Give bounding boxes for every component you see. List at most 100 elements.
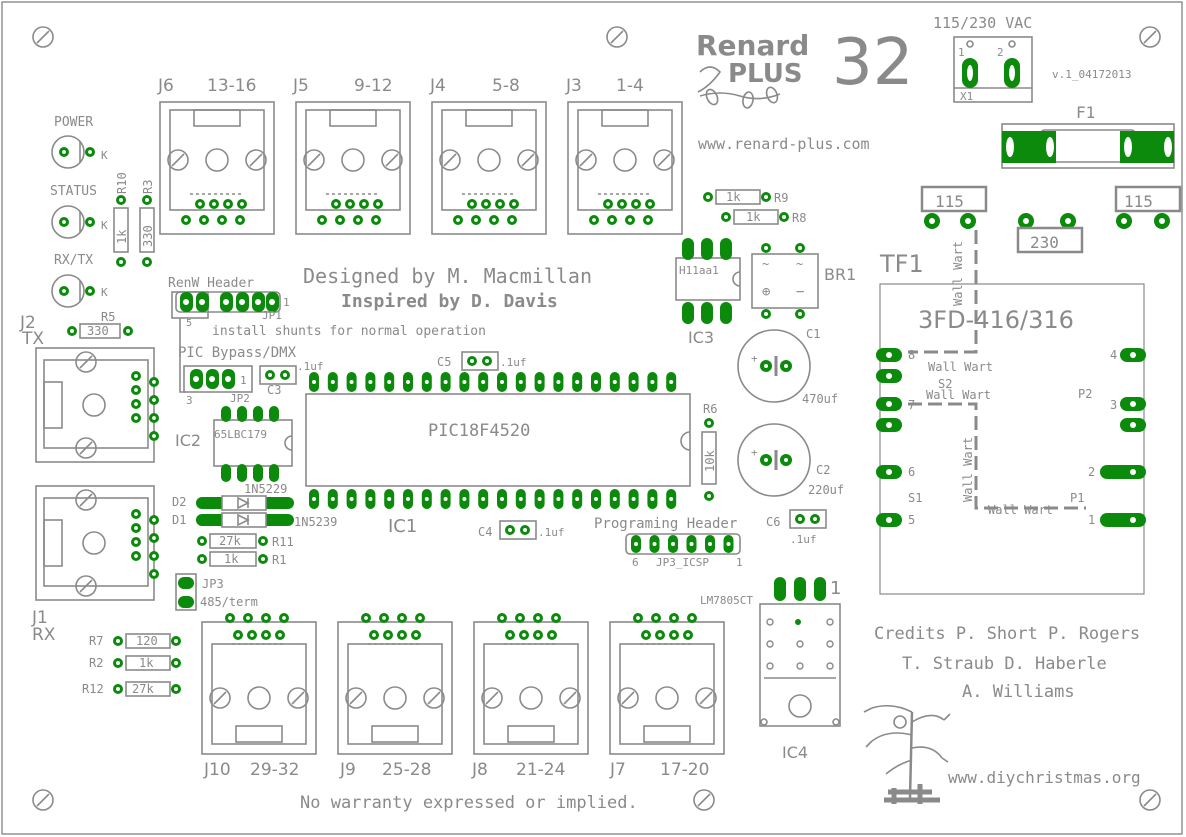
mounting-hole-icon xyxy=(693,789,715,811)
led-power-label: POWER xyxy=(54,115,93,130)
jp3-jumper: JP3 485/term xyxy=(175,573,258,611)
ic3-ref: IC3 xyxy=(688,328,714,347)
j3-ref: J3 xyxy=(565,76,582,96)
jp3-note: 485/term xyxy=(200,595,258,609)
ic4-ref: IC4 xyxy=(782,743,808,762)
br1-ref: BR1 xyxy=(824,265,856,284)
website-text: www.renard-plus.com xyxy=(698,135,870,153)
fuse-ref: F1 xyxy=(1076,103,1095,122)
tf-part: 3FD-416/316 xyxy=(918,306,1074,334)
diode-d1: D1 1N5239 xyxy=(172,512,337,529)
j10-ref: J10 xyxy=(203,760,231,780)
wall-wart-label: Wall Wart xyxy=(961,437,975,502)
jp2-pin3: 3 xyxy=(186,394,193,407)
resistor-r2: R2 1k xyxy=(89,655,181,671)
capacitor-c6: C6 .1uf xyxy=(766,509,827,546)
wall-wart-label: Wall Wart xyxy=(951,241,965,306)
pin1-label: 1 xyxy=(1088,513,1095,527)
bulb-icon xyxy=(699,86,781,109)
x1-label: X1 xyxy=(960,90,973,103)
led-group xyxy=(51,135,95,308)
c1-value: 470uf xyxy=(802,392,838,406)
sel-230-label: 230 xyxy=(1030,233,1059,252)
c5-ref: C5 xyxy=(437,355,451,369)
diode-d2: D2 1N5229 xyxy=(172,482,294,511)
jack-j6 xyxy=(159,101,275,235)
c5-value: .1uf xyxy=(500,356,527,369)
ic1-part: PIC18F4520 xyxy=(428,421,530,441)
wall-wart-label: Wall Wart xyxy=(988,503,1053,517)
ic2-ref: IC2 xyxy=(175,431,201,450)
logo-line1: Renard xyxy=(696,29,809,62)
ic4-part: LM7805CT xyxy=(700,594,753,607)
ic4-regulator: LM7805CT 1 IC4 xyxy=(700,577,841,762)
resistor-r11: 27k R11 xyxy=(197,533,294,549)
jp1-header: 1 5 JP1 xyxy=(171,291,290,329)
d2-ref: D2 xyxy=(172,495,186,509)
pin8-label: 8 xyxy=(908,348,915,362)
d2-part: 1N5229 xyxy=(244,482,287,496)
capacitor-c5: C5 .1uf xyxy=(437,351,527,371)
power-input-label: 115/230 VAC xyxy=(933,14,1032,32)
inspired-by-text: Inspired by D. Davis xyxy=(341,291,558,312)
svg-text:⊕: ⊕ xyxy=(762,284,771,300)
christmas-tree-icon xyxy=(863,704,951,804)
pin4-label: 4 xyxy=(1110,348,1117,362)
p1-label: P1 xyxy=(1070,491,1084,505)
led-status-label: STATUS xyxy=(50,184,97,199)
r5-ref: R5 xyxy=(101,310,115,324)
jp1-ref: JP1 xyxy=(262,309,282,322)
r9-ref: R9 xyxy=(774,191,788,205)
d1-part: 1N5239 xyxy=(294,515,337,529)
r6-ref: R6 xyxy=(703,402,717,416)
j9-ref: J9 xyxy=(339,760,356,780)
resistor-r8: 1k R8 xyxy=(721,209,806,225)
sel-115b-label: 115 xyxy=(1124,192,1153,211)
side-connectors xyxy=(35,347,159,601)
r2-ref: R2 xyxy=(89,656,103,670)
r7-ref: R7 xyxy=(89,634,103,648)
designed-by-text: Designed by M. Macmillan xyxy=(303,264,592,288)
r9-value: 1k xyxy=(726,190,741,204)
bottom-connectors xyxy=(201,613,725,755)
jp2-header: 1 3 JP2 xyxy=(183,365,253,407)
led-power-pin: K xyxy=(101,149,108,162)
jp1-pin5: 5 xyxy=(186,318,192,329)
jack-j8 xyxy=(473,613,589,755)
mounting-hole-icon xyxy=(32,789,54,811)
icsp-pin6: 6 xyxy=(632,556,639,569)
r1-ref: R1 xyxy=(272,553,286,567)
j2-sub: TX xyxy=(21,329,44,349)
pin5-label: 5 xyxy=(908,513,915,527)
svg-text:~: ~ xyxy=(796,257,803,271)
r5-value: 330 xyxy=(87,324,109,338)
voltage-select-115b: 115 xyxy=(1114,185,1182,229)
resistor-r6: R6 10k xyxy=(701,402,717,501)
icsp-header: 6 JP3_ICSP 1 xyxy=(625,533,743,569)
c4-ref: C4 xyxy=(478,525,492,539)
ic1-ref: IC1 xyxy=(388,516,417,537)
c2-value: 220uf xyxy=(808,483,844,497)
credits-line2: T. Straub D. Haberle xyxy=(902,654,1107,674)
resistor-r10: R10 1k xyxy=(113,172,129,267)
j8-ref: J8 xyxy=(471,760,488,780)
j10-channels: 29-32 xyxy=(250,760,299,780)
s2-label: S2 xyxy=(938,377,952,391)
s1-label: S1 xyxy=(908,491,922,505)
jack-j7 xyxy=(609,613,725,755)
svg-text:~: ~ xyxy=(762,257,769,271)
logo-line2: PLUS xyxy=(728,59,803,89)
pin7-label: 7 xyxy=(908,398,915,412)
renw-header-label: RenW Header xyxy=(168,276,254,291)
capacitor-c1: + C1 470uf xyxy=(737,327,838,406)
svg-text:+: + xyxy=(751,446,758,459)
j7-ref: J7 xyxy=(609,760,626,780)
jack-j9 xyxy=(337,613,453,755)
credits-line1: Credits P. Short P. Rogers xyxy=(874,624,1140,644)
led-status xyxy=(51,205,95,239)
c6-value: .1uf xyxy=(790,533,817,546)
r7-value: 120 xyxy=(136,634,158,648)
voltage-select-115a: 115 xyxy=(920,185,988,229)
